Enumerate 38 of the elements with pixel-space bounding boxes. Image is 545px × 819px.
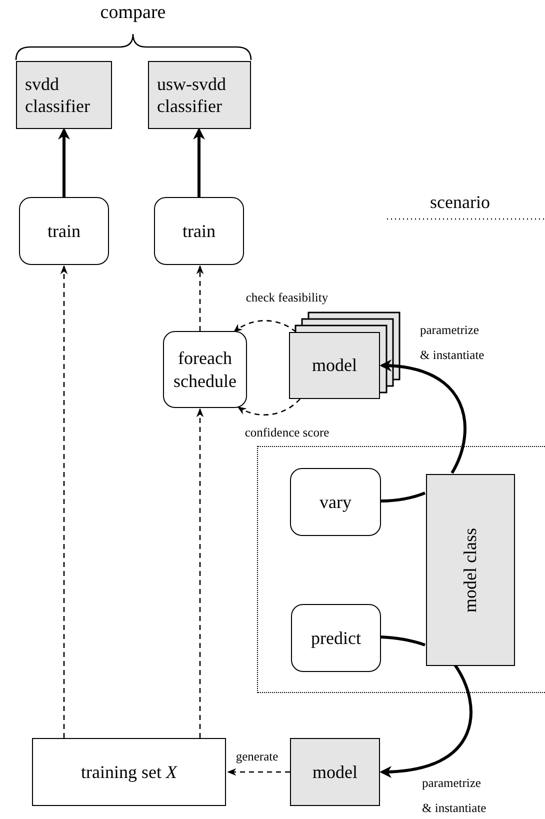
heading-label: compare <box>100 2 166 24</box>
dotted-region <box>257 446 545 693</box>
model-box <box>289 332 380 399</box>
arrow <box>380 360 466 474</box>
arrow <box>233 320 296 333</box>
annotation-text: parametrize & instantiate <box>420 322 486 364</box>
arrow <box>237 398 300 416</box>
node-label: training set X <box>81 760 177 784</box>
node-label: predict <box>311 626 361 650</box>
node-label: svdd classifier <box>25 72 91 118</box>
arrow <box>58 128 70 197</box>
arrow <box>193 128 205 197</box>
arrow <box>196 265 204 331</box>
node-label: model <box>312 760 358 784</box>
node-label: foreach schedule <box>172 347 238 392</box>
data-box <box>32 738 226 806</box>
classifier-box <box>148 61 251 129</box>
node-label: model class <box>459 528 482 612</box>
heading-label: scenario <box>430 192 490 213</box>
model-class-box <box>426 474 515 666</box>
process-box <box>291 604 381 672</box>
classifier-box <box>16 61 112 129</box>
annotation-text: parametrize & instantiate <box>422 775 488 817</box>
arrow <box>227 768 290 776</box>
node-label: train <box>182 220 216 242</box>
arrow <box>60 265 68 738</box>
arrow <box>380 664 472 778</box>
process-box <box>19 197 109 265</box>
edge-label: check feasibility <box>244 290 330 306</box>
process-box <box>163 331 247 408</box>
node-label: train <box>48 220 80 242</box>
node-label: model <box>312 354 357 377</box>
node-label: vary <box>320 490 352 514</box>
model-box <box>290 738 380 806</box>
node-label: usw-svdd classifier <box>157 72 228 118</box>
process-box <box>290 468 381 536</box>
process-box <box>154 197 244 265</box>
arrow <box>196 408 204 738</box>
